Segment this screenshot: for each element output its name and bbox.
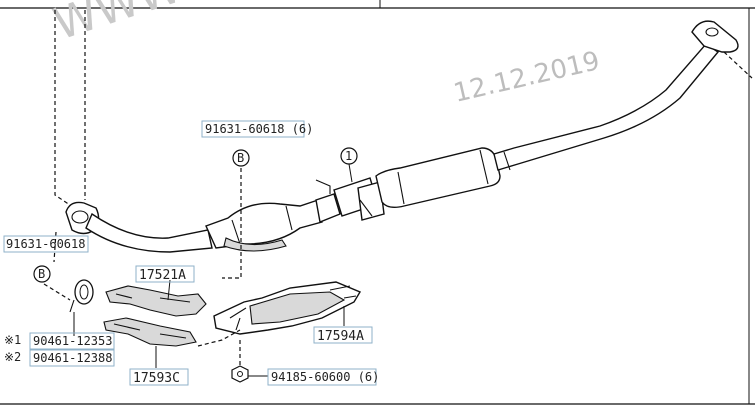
ref-b-label-top: B — [237, 151, 244, 165]
leader-front-flange-left — [54, 10, 71, 206]
center-pipe — [315, 177, 385, 223]
part-number-bolt-left: 91631-60618 — [6, 237, 85, 251]
part-box-nut — [267, 368, 377, 386]
part-number-heat-shield: 17594A — [317, 329, 364, 344]
clamp-mark-1: ※1 — [4, 333, 21, 347]
part-number-clamp-1: 90461-12353 — [33, 334, 112, 348]
part-number-insulator-lower: 17593C — [133, 371, 180, 386]
catalytic-converter — [205, 199, 323, 252]
ref-b-circle-left — [33, 265, 51, 283]
exhaust-manifold-insulator-lower — [103, 317, 197, 347]
exhaust-heat-shield — [213, 281, 362, 335]
watermark-date: 12.12.2019 — [451, 46, 603, 109]
part-box-17594a — [313, 326, 373, 344]
exhaust-manifold-insulator-upper — [105, 285, 207, 317]
leader-insulator-lower — [197, 329, 241, 347]
item-callout-label: 1 — [345, 149, 352, 163]
leader-17521a — [167, 279, 171, 301]
sub-muffler — [375, 147, 501, 209]
part-box-clamp-2 — [29, 349, 115, 367]
front-exhaust-pipe — [65, 201, 213, 253]
exhaust-clamp — [69, 279, 94, 313]
part-box-17593c — [129, 368, 189, 386]
watermark-url: WWW — [48, 0, 188, 50]
ref-b-circle-top — [232, 149, 250, 167]
leader-flange-bolt — [53, 231, 57, 263]
part-box-17521a — [135, 265, 195, 283]
part-box-clamp-1 — [29, 332, 115, 350]
part-number-nut: 94185-60600 (6) — [271, 370, 379, 384]
leader-bolt-left — [43, 283, 71, 301]
part-number-insulator-upper: 17521A — [139, 268, 186, 283]
part-box-bolt-top — [201, 120, 305, 138]
clamp-mark-2: ※2 — [4, 350, 21, 364]
part-number-bolt-top: 91631-60618 (6) — [205, 122, 313, 136]
hex-nut — [231, 365, 249, 383]
item-callout-leader — [348, 163, 353, 183]
part-box-bolt-left — [3, 235, 89, 253]
part-number-clamp-2: 90461-12388 — [33, 351, 112, 365]
leader-rear-flange — [723, 51, 753, 79]
tail-pipe — [493, 20, 739, 171]
leader-bolt-top — [222, 168, 242, 279]
ref-b-label-left: B — [38, 267, 45, 281]
